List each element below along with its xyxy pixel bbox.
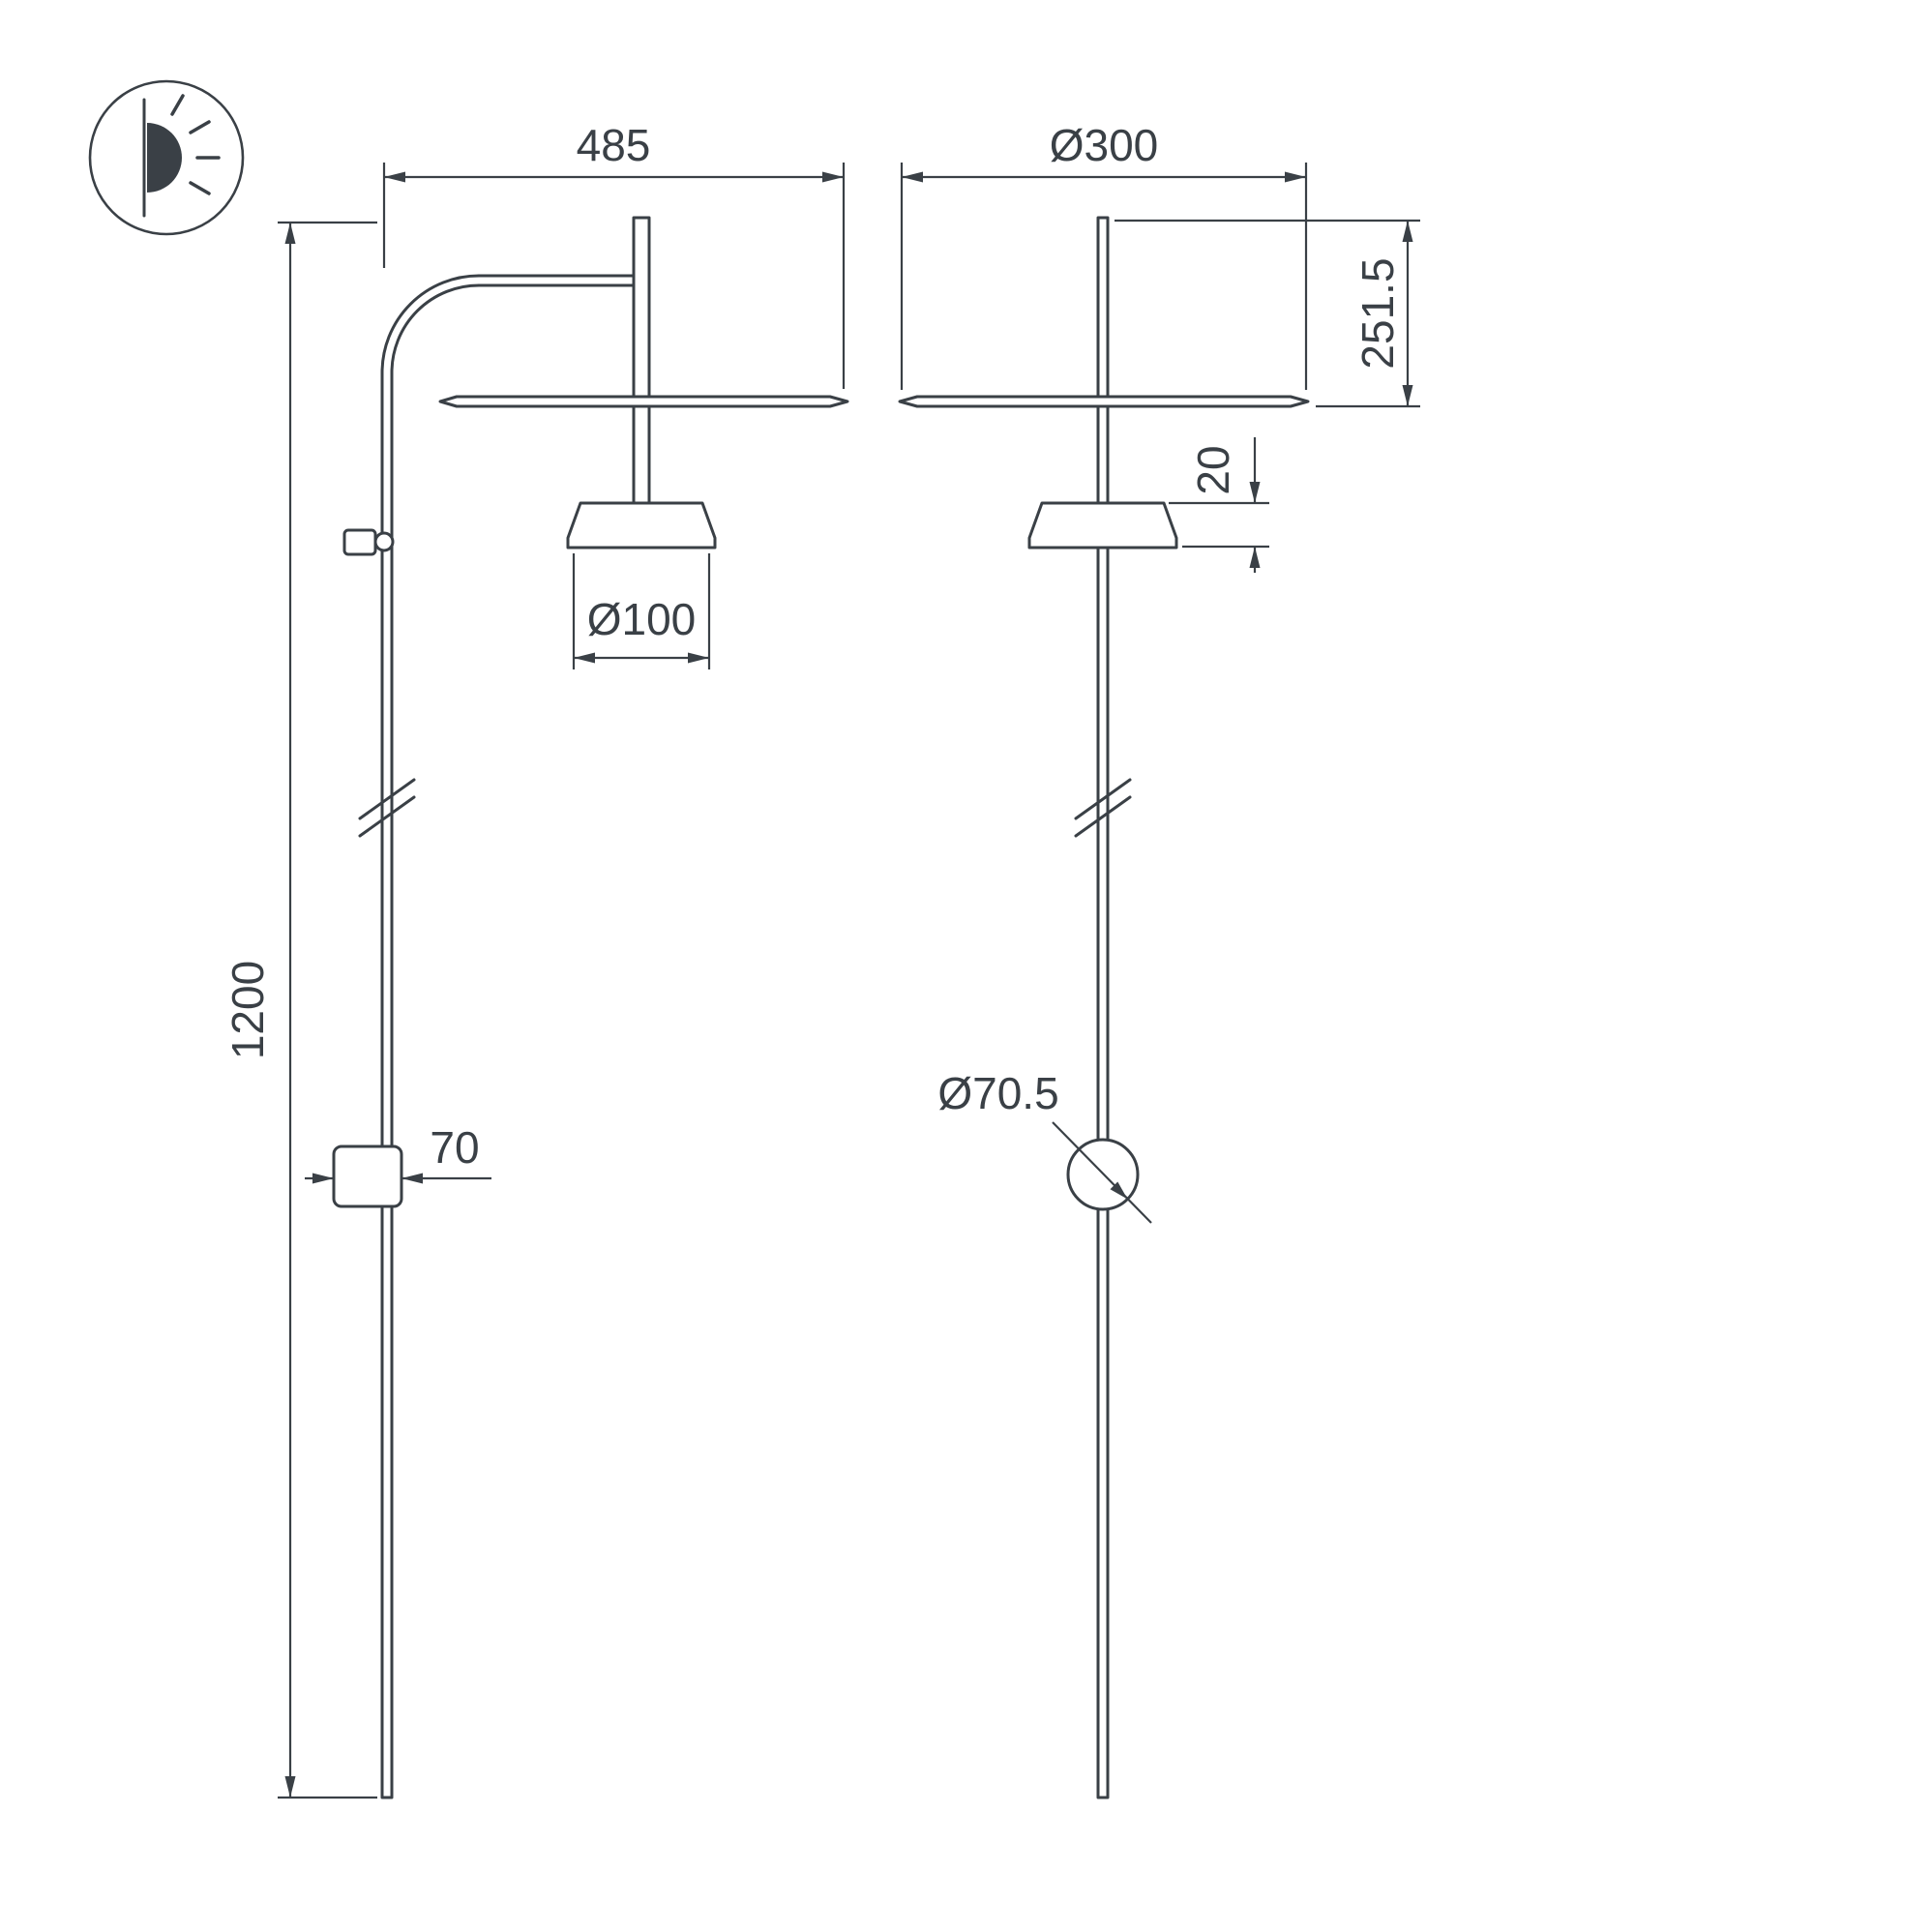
side-switch-knob-cap: [373, 531, 395, 552]
arrow-left: [384, 171, 405, 183]
side-shade-cone: [566, 501, 717, 550]
side-pole: [380, 371, 394, 1799]
dim-text-shade-height: 20: [1188, 445, 1238, 494]
front-pole: [1096, 216, 1110, 1799]
side-switch-knob: [342, 528, 377, 556]
front-disc: [898, 395, 1310, 408]
front-shade-cone: [1027, 501, 1178, 550]
dim-arm-reach: 485: [382, 120, 846, 389]
arrow-leader: [1110, 1181, 1128, 1200]
arrow-top: [1249, 482, 1261, 503]
dim-shade-diameter: Ø100: [572, 553, 711, 669]
arrow-right: [401, 1173, 423, 1184]
dim-shade-height: 20: [1169, 437, 1269, 573]
icon-lamp-shade: [147, 123, 182, 193]
dim-text-shade-diameter: Ø100: [587, 594, 697, 644]
arrow-bottom: [1249, 547, 1261, 568]
arrow-right: [1285, 171, 1306, 183]
dim-text-arm-reach: 485: [577, 120, 651, 170]
side-disc: [438, 395, 849, 408]
side-break-marks: [358, 778, 416, 838]
side-arm: [477, 274, 636, 287]
icon-light-rays: [170, 94, 221, 195]
side-view: 485 1200 Ø100 70: [223, 120, 849, 1799]
dim-head-height: 251.5: [1115, 219, 1420, 408]
dim-text-head-height: 251.5: [1352, 257, 1403, 369]
dim-knob-diameter: Ø70.5: [937, 1068, 1152, 1224]
wall-light-icon: [88, 79, 245, 236]
dim-text-knob-diameter: Ø70.5: [937, 1068, 1058, 1118]
front-view: Ø300 251.5 20 Ø70.5: [898, 120, 1420, 1799]
dim-pole-height: 1200: [223, 221, 377, 1799]
leader-line: [1052, 1121, 1152, 1224]
arrow-left: [902, 171, 923, 183]
arrow-bottom: [1402, 385, 1413, 406]
icon-circle: [88, 79, 245, 236]
dim-text-pole-height: 1200: [223, 961, 273, 1059]
arrow-right: [688, 652, 709, 664]
dim-mount-width: 70: [305, 1122, 491, 1184]
arrow-top: [1402, 221, 1413, 242]
arrow-left: [312, 1173, 334, 1184]
dim-text-mount-width: 70: [430, 1122, 479, 1173]
front-break-marks: [1074, 778, 1132, 838]
arrow-left: [574, 652, 595, 664]
side-wall-mount-box: [332, 1144, 403, 1208]
arrow-top: [284, 223, 296, 244]
dim-text-disc-diameter: Ø300: [1050, 120, 1159, 170]
arrow-right: [822, 171, 844, 183]
dim-disc-diameter: Ø300: [900, 120, 1308, 390]
side-stem: [632, 216, 651, 507]
arrow-bottom: [284, 1776, 296, 1798]
side-arm-arc: [380, 274, 481, 374]
